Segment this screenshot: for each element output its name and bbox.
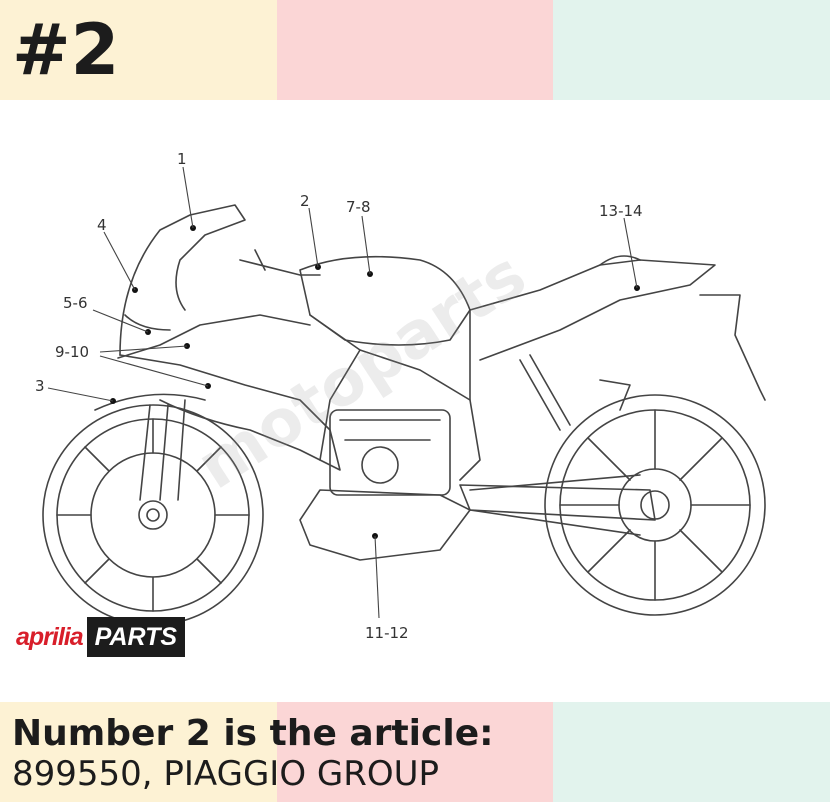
callout-2: 2: [300, 192, 310, 210]
rear-wheel: [544, 394, 766, 616]
motorcycle-diagram: 1 2 7-8 13-14 4 5-6 9-10 3 11-12: [35, 150, 766, 642]
callout-9-10: 9-10: [55, 343, 89, 361]
callout-11-12: 11-12: [365, 624, 409, 642]
top-color-band: [0, 0, 830, 100]
band-segment-pink: [276, 702, 554, 802]
article-headline: Number 2 is the article:: [12, 713, 494, 754]
callout-3: 3: [35, 377, 45, 395]
bottom-color-band: [0, 702, 830, 802]
item-number: #2: [12, 9, 120, 91]
band-segment-green: [553, 702, 830, 802]
logo-parts-text: PARTS: [86, 617, 186, 657]
callout-4: 4: [97, 216, 107, 234]
callout-7-8: 7-8: [346, 198, 371, 216]
logo-brand-text: aprilia: [16, 622, 84, 651]
article-detail: 899550, PIAGGIO GROUP: [12, 754, 440, 794]
callout-1: 1: [177, 150, 187, 168]
band-segment-yellow: [0, 0, 277, 100]
band-segment-yellow: [0, 702, 277, 802]
band-segment-pink: [276, 0, 554, 100]
front-wheel: [42, 404, 264, 626]
band-segment-green: [553, 0, 830, 100]
callout-5-6: 5-6: [63, 294, 88, 312]
aprilia-parts-logo: aprilia PARTS: [16, 617, 186, 657]
callout-13-14: 13-14: [599, 202, 643, 220]
